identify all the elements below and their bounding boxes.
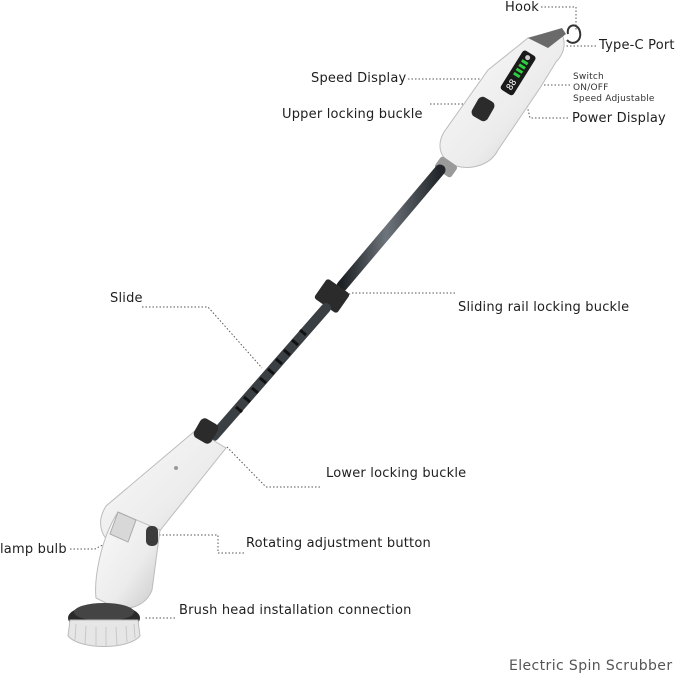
leader-lamp bbox=[70, 539, 113, 550]
rotating-button bbox=[146, 526, 158, 546]
brush-connector-ring bbox=[74, 603, 134, 621]
speed-number: 88 bbox=[505, 78, 519, 92]
leader-slide bbox=[142, 306, 263, 369]
label-power-display: Power Display bbox=[572, 111, 666, 126]
top-cap bbox=[528, 28, 566, 48]
pole-upper bbox=[336, 164, 446, 292]
label-rotating-adjustment-button: Rotating adjustment button bbox=[246, 536, 431, 551]
label-sliding-rail-locking-buckle: Sliding rail locking buckle bbox=[458, 300, 630, 315]
caption: Electric Spin Scrubber bbox=[509, 658, 673, 674]
label-lamp-bulb: lamp bulb bbox=[0, 542, 67, 557]
label-brush-head-installation-connection: Brush head installation connection bbox=[179, 603, 412, 618]
head-housing bbox=[95, 511, 161, 609]
label-switch-line2: ON/OFF bbox=[573, 83, 609, 93]
leader-hook bbox=[541, 6, 577, 30]
label-speed-display: Speed Display bbox=[311, 71, 407, 86]
label-type-c-port: Type-C Port bbox=[599, 38, 675, 53]
display-panel: 88 bbox=[500, 50, 536, 96]
upper-collar bbox=[434, 156, 458, 178]
label-upper-locking-buckle: Upper locking buckle bbox=[282, 107, 423, 122]
label-switch: Switch ON/OFF Speed Adjustable bbox=[573, 72, 655, 105]
label-switch-line1: Switch bbox=[573, 72, 604, 82]
slide-notches bbox=[235, 328, 307, 414]
lower-indicator-dot bbox=[174, 466, 178, 470]
upper-buckle bbox=[471, 96, 495, 122]
label-lower-locking-buckle: Lower locking buckle bbox=[326, 466, 467, 481]
leader-lower-buckle bbox=[225, 445, 320, 488]
brush-bristles bbox=[67, 619, 141, 647]
lamp-bulb bbox=[109, 511, 137, 543]
leader-rotating bbox=[158, 534, 244, 554]
leader-sliding-rail bbox=[339, 292, 455, 299]
label-switch-line3: Speed Adjustable bbox=[573, 94, 655, 104]
label-hook: Hook bbox=[505, 0, 540, 15]
hook-shape bbox=[566, 24, 582, 44]
top-handle bbox=[439, 29, 565, 168]
lower-buckle bbox=[193, 418, 219, 444]
label-slide: Slide bbox=[110, 291, 143, 306]
